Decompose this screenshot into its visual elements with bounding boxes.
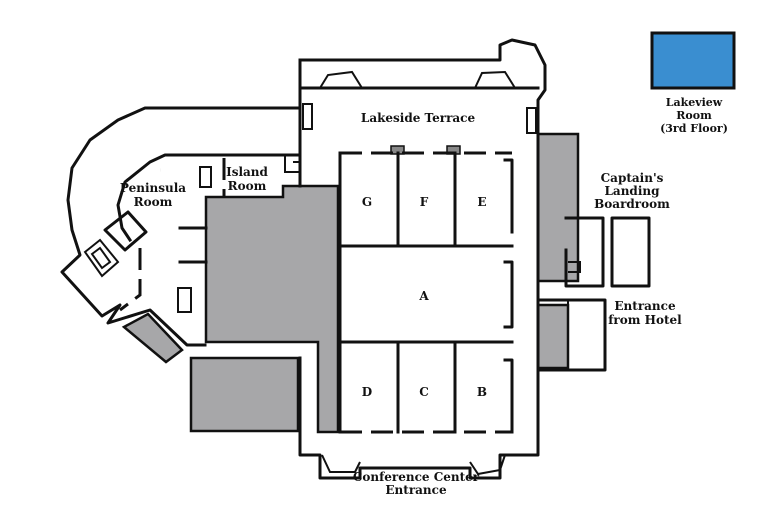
label-captains-1[interactable]: Captain's <box>601 171 664 185</box>
ballroom-east-bracket-mid <box>503 260 514 329</box>
service-area-south <box>189 356 300 433</box>
west-wing-inner-wall <box>116 128 302 243</box>
label-section-d[interactable]: D <box>362 385 372 399</box>
peninsula-entry <box>103 210 148 252</box>
peninsula-dashed-wall <box>119 248 142 312</box>
ballroom-east-bracket-top <box>503 158 514 234</box>
label-hotel-entrance-2[interactable]: from Hotel <box>608 313 682 327</box>
terrace-column-right <box>526 107 537 134</box>
label-island-room-1[interactable]: Island <box>226 165 268 179</box>
terrace-column-left <box>302 103 313 130</box>
island-stair <box>284 155 301 173</box>
peninsula-stair-inner <box>90 246 112 270</box>
label-lakeview-1[interactable]: Lakeview <box>666 96 723 109</box>
lakeview-room-swatch[interactable] <box>650 31 736 90</box>
label-island-room-2[interactable]: Room <box>228 179 267 193</box>
label-section-f[interactable]: F <box>420 195 429 209</box>
south-entrance-notch <box>321 454 361 473</box>
label-section-g[interactable]: G <box>362 195 372 209</box>
captains-room-right <box>610 216 651 288</box>
service-area-west <box>204 184 340 434</box>
peninsula-stair <box>83 238 120 278</box>
label-captains-3[interactable]: Boardroom <box>594 197 670 211</box>
label-hotel-entrance-1[interactable]: Entrance <box>614 299 676 313</box>
label-peninsula-room-2[interactable]: Room <box>134 195 173 209</box>
label-lakeview-2[interactable]: Room <box>676 109 712 122</box>
service-area-east <box>536 132 580 283</box>
label-captains-2[interactable]: Landing <box>604 184 660 198</box>
label-section-b[interactable]: B <box>477 385 487 399</box>
label-lakeview-3[interactable]: (3rd Floor) <box>660 122 728 135</box>
captains-room-left <box>564 216 605 288</box>
label-section-a[interactable]: A <box>418 289 429 303</box>
peninsula-column <box>177 287 192 313</box>
label-lakeside-terrace[interactable]: Lakeside Terrace <box>361 111 476 125</box>
label-section-e[interactable]: E <box>477 195 486 209</box>
west-wing-outer-wall <box>60 106 302 347</box>
terrace-cap-left <box>319 70 363 89</box>
label-conference-entrance-2[interactable]: Entrance <box>385 483 447 497</box>
label-section-c[interactable]: C <box>419 385 429 399</box>
island-column <box>199 166 212 188</box>
hotel-entrance-wall <box>536 298 607 372</box>
service-area-east-lower <box>536 303 570 370</box>
south-entrance-notch-right <box>469 454 506 476</box>
outer-wall-main <box>298 38 547 480</box>
label-peninsula-room-1[interactable]: Peninsula <box>120 181 186 195</box>
service-area-diagonal <box>121 312 184 364</box>
terrace-cap-right <box>474 70 516 89</box>
captains-step <box>568 261 581 273</box>
label-conference-entrance-1[interactable]: Conference Center <box>353 470 480 484</box>
ballroom-east-bracket-low <box>503 358 514 434</box>
